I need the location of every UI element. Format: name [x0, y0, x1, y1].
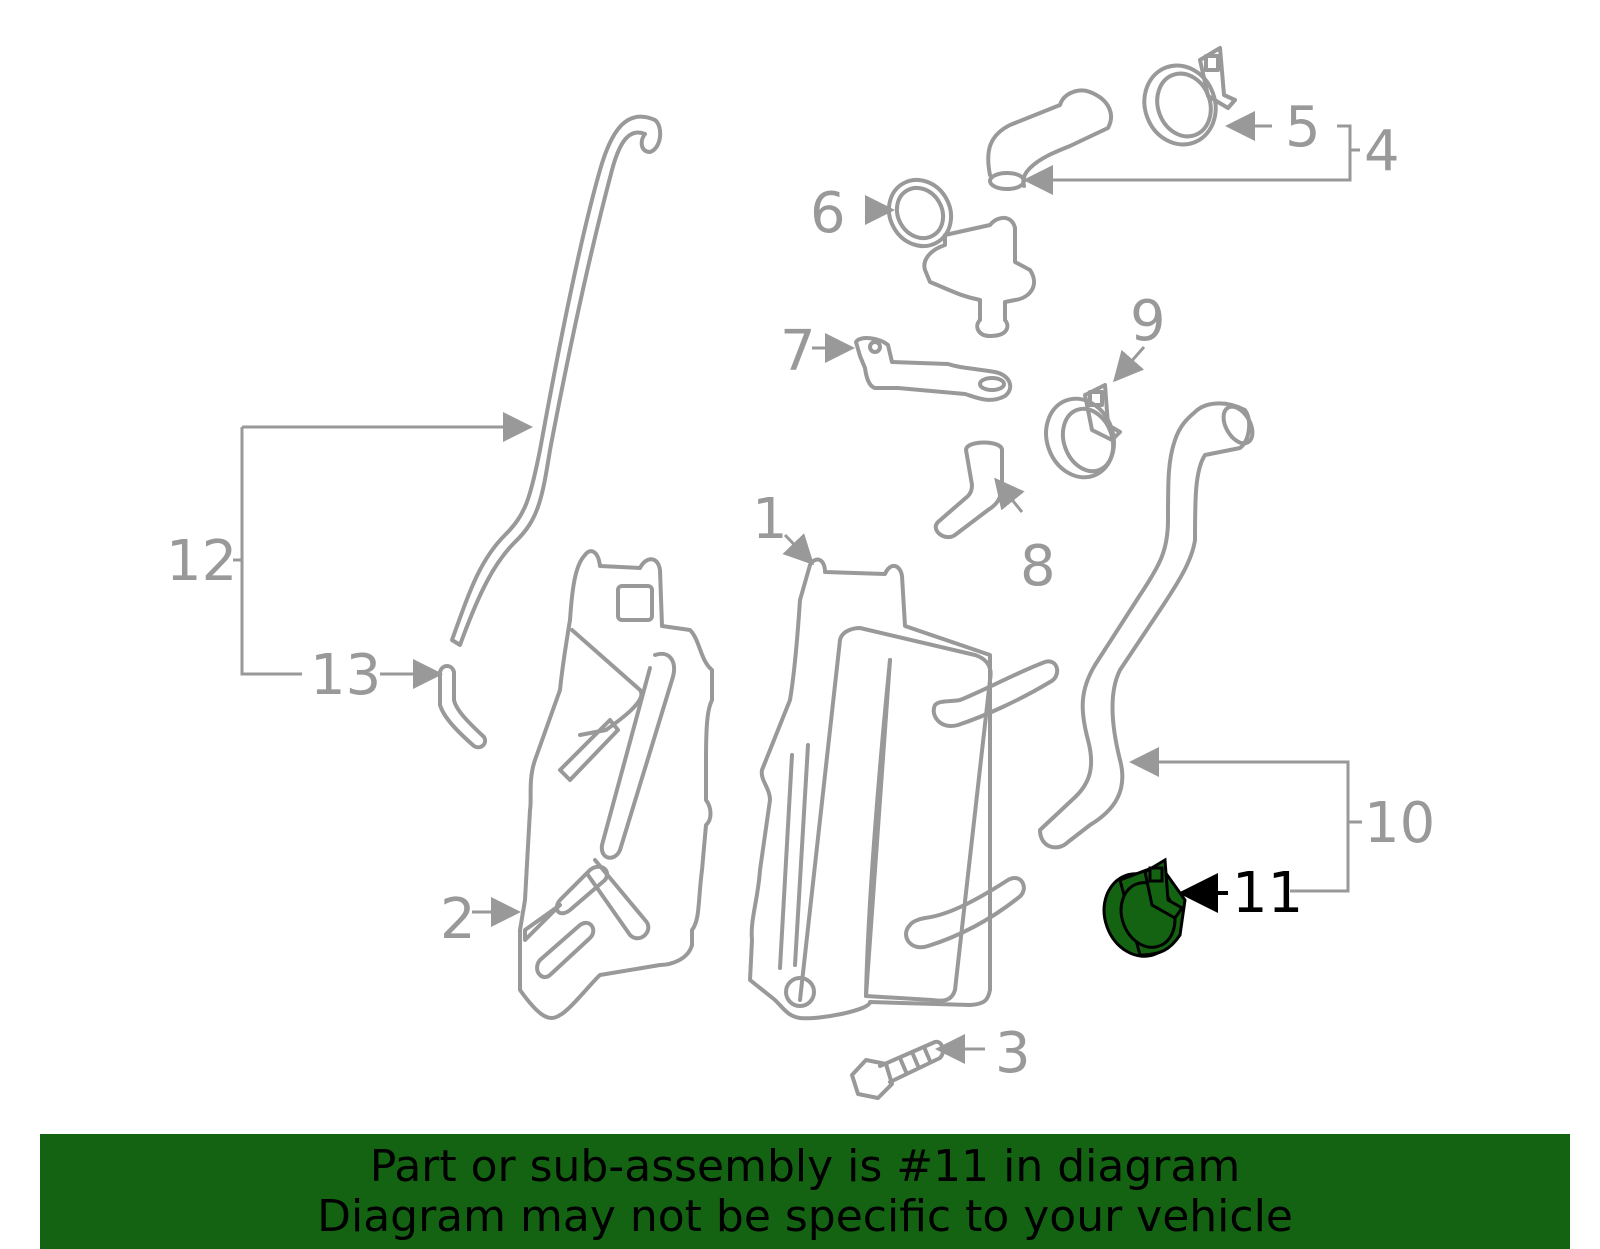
- part-10-hose: [1038, 401, 1255, 850]
- part-6-adapter: [886, 177, 1036, 338]
- part-9-clamp: [1044, 383, 1122, 480]
- callout-11: 11: [1232, 861, 1303, 926]
- callout-8: 8: [1020, 534, 1056, 599]
- banner-line-2: Diagram may not be specific to your vehi…: [317, 1190, 1293, 1242]
- part-1-oil-cooler: [748, 557, 1060, 1021]
- part-7-bracket: [854, 336, 1013, 402]
- callout-3: 3: [995, 1021, 1031, 1086]
- parts-diagram: 1 2 3 4 5 6 7 8 9 10 11 12 13: [166, 46, 1435, 1100]
- part-13-elbow: [438, 664, 487, 750]
- part-5-clamp: [1142, 46, 1237, 147]
- leader-lines: [233, 111, 1362, 1064]
- info-banner: Part or sub-assembly is #11 in diagram D…: [40, 1134, 1570, 1249]
- part-11-clamp: [1102, 857, 1187, 958]
- part-3-bolt: [850, 1039, 945, 1100]
- callout-13: 13: [310, 643, 381, 708]
- callout-9: 9: [1130, 289, 1166, 354]
- callout-2: 2: [440, 887, 476, 952]
- part-2-gasket: [518, 549, 714, 1020]
- banner-line-1: Part or sub-assembly is #11 in diagram: [369, 1140, 1241, 1192]
- callout-7: 7: [780, 319, 816, 384]
- part-8-elbow: [933, 440, 1004, 540]
- callout-10: 10: [1364, 791, 1435, 856]
- callout-5: 5: [1285, 95, 1321, 160]
- callout-6: 6: [810, 181, 846, 246]
- callout-12: 12: [166, 529, 237, 594]
- callout-numbers: 1 2 3 4 5 6 7 8 9 10 11 12 13: [166, 95, 1435, 1086]
- callout-1: 1: [752, 487, 788, 552]
- part-4-pipe: [986, 88, 1113, 191]
- callout-4: 4: [1364, 119, 1400, 184]
- part-12-hose: [450, 114, 663, 647]
